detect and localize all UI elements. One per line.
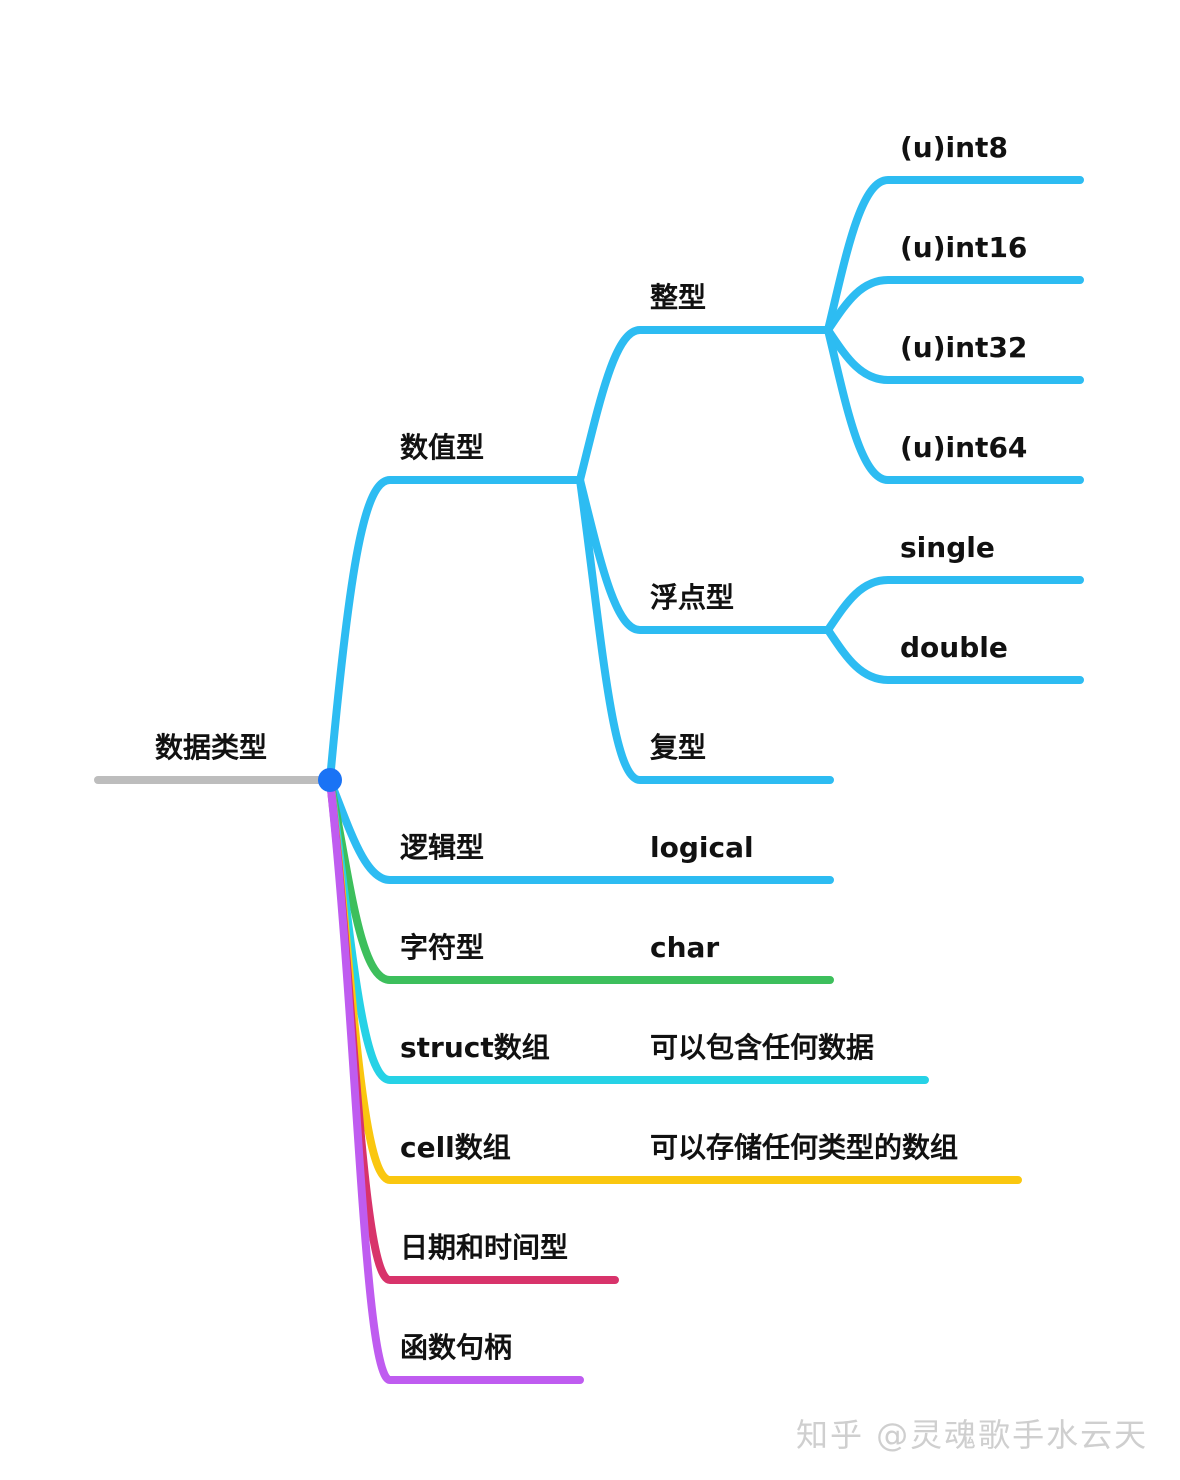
node-numeric: 数值型 (400, 431, 484, 464)
edge-int8 (824, 176, 1084, 334)
edge-integer (576, 326, 832, 484)
node-datetime: 日期和时间型 (400, 1231, 568, 1264)
node-logical: logical (650, 831, 754, 864)
node-complex: 复型 (650, 731, 706, 764)
node-struct-desc: 可以包含任何数据 (650, 1031, 874, 1064)
node-struct: struct数组 (400, 1031, 550, 1064)
node-cell-desc: 可以存储任何类型的数组 (650, 1131, 958, 1164)
node-int8: (u)int8 (900, 131, 1008, 164)
edge-int64 (824, 326, 1084, 484)
node-logical-type: 逻辑型 (400, 831, 484, 864)
edge-int16 (824, 276, 1084, 334)
node-char: char (650, 931, 719, 964)
node-int16: (u)int16 (900, 231, 1027, 264)
node-root: 数据类型 (155, 731, 267, 764)
node-char-type: 字符型 (400, 931, 484, 964)
edge-logical (326, 776, 834, 884)
center-node-dot (318, 768, 342, 792)
node-int64: (u)int64 (900, 431, 1027, 464)
node-float: 浮点型 (650, 581, 734, 614)
edge-fhandle (326, 776, 584, 1384)
node-integer: 整型 (650, 281, 706, 314)
node-double: double (900, 631, 1008, 664)
edge-double (824, 626, 1084, 684)
edge-complex (576, 476, 834, 784)
watermark: 知乎 @灵魂歌手水云天 (796, 1416, 1149, 1454)
node-cell: cell数组 (400, 1131, 511, 1164)
node-fhandle: 函数句柄 (400, 1331, 512, 1364)
edge-numeric (326, 476, 584, 784)
node-single: single (900, 531, 995, 564)
node-int32: (u)int32 (900, 331, 1027, 364)
edge-single (824, 576, 1084, 634)
